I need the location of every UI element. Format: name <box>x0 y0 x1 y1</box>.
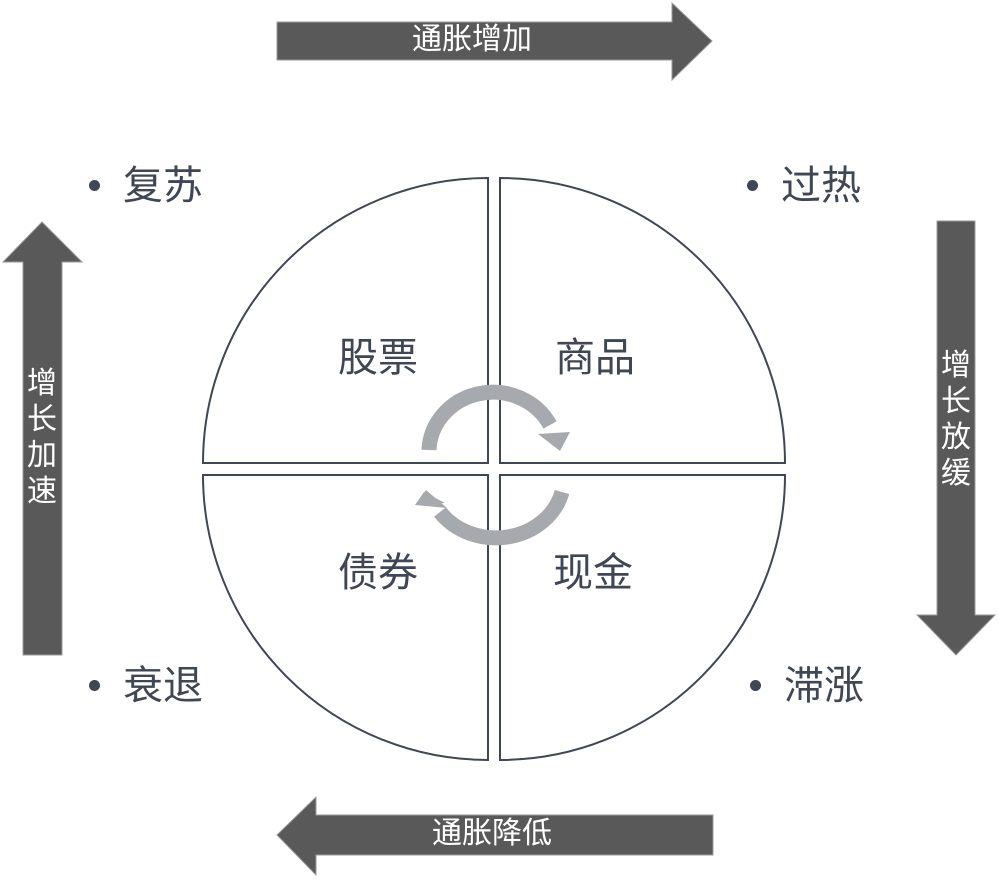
growth-down-arrow <box>915 220 997 656</box>
inflation-down-arrow <box>276 795 714 877</box>
asset-commodities: 商品 <box>555 335 635 381</box>
asset-bonds: 债券 <box>338 550 418 596</box>
quadrant-commodities <box>499 176 787 464</box>
quadrant-bonds <box>201 474 489 762</box>
inflation-up-arrow <box>276 1 713 82</box>
growth-down-label: 增长放缓 <box>941 348 971 491</box>
growth-up-label: 增长加速 <box>27 366 57 509</box>
phase-overheat: 过热 <box>781 163 861 209</box>
asset-stocks: 股票 <box>338 335 418 381</box>
asset-cash: 现金 <box>553 550 633 596</box>
bullet-icon <box>747 180 758 191</box>
inflation-down-label: 通胀降低 <box>432 816 552 851</box>
phase-recession: 衰退 <box>123 663 203 709</box>
quadrant-stocks <box>201 176 489 464</box>
phase-stagflation: 滞涨 <box>784 663 864 709</box>
phase-recovery: 复苏 <box>123 163 203 209</box>
cycle-arrow-top <box>421 384 570 451</box>
bullet-icon <box>89 680 100 691</box>
inflation-up-label: 通胀增加 <box>412 22 532 57</box>
bullet-icon <box>89 180 100 191</box>
growth-up-arrow <box>1 221 84 656</box>
cycle-arrow-bottom <box>415 489 570 546</box>
bullet-icon <box>750 680 761 691</box>
quadrant-cash <box>499 474 787 762</box>
